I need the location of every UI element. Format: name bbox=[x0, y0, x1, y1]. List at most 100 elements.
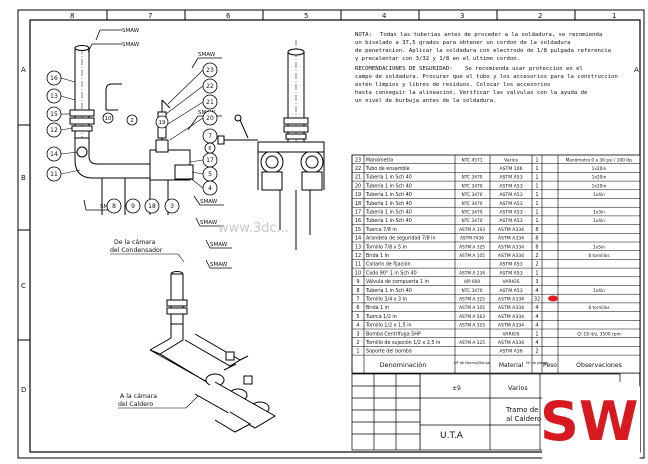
note2-line: Se recomienda usar proteccion en el bbox=[465, 66, 583, 72]
callout-condensador: De la cámara del Condensador bbox=[110, 238, 185, 263]
bom-cell-observations: 1x3in bbox=[593, 209, 605, 215]
zone-col-label: 3 bbox=[460, 12, 464, 20]
bom-cell-number: 9 bbox=[356, 279, 359, 285]
bom-cell-observations: Manómetro 0 a 30 psi / 100 lbs bbox=[566, 156, 634, 163]
bom-cell-material: VARIOS bbox=[502, 279, 519, 285]
bom-cell-number: 18 bbox=[355, 201, 361, 207]
bom-cell-material: ASTM A53 bbox=[499, 183, 522, 189]
bom-cell-material: ASTM A53 bbox=[499, 209, 522, 215]
balloon-number: 22 bbox=[206, 83, 214, 90]
bom-cell-qty: 3 bbox=[535, 279, 538, 285]
bom-cell-description: Manómetro bbox=[366, 156, 393, 163]
weld-label: SMAW bbox=[122, 42, 140, 48]
bom-cell-norm: NTC 3470 bbox=[462, 201, 483, 207]
bom-cell-norm: ASTM A 325 bbox=[459, 244, 485, 250]
bom-cell-norm: ASTM A 325 bbox=[459, 296, 485, 302]
bom-cell-qty: 4 bbox=[535, 314, 538, 320]
zone-row-label: C bbox=[21, 282, 26, 290]
bom-cell-description: Tubería 1 in Sch 40 bbox=[365, 191, 412, 198]
bom-cell-number: 22 bbox=[355, 166, 361, 172]
balloon-number: 4 bbox=[208, 185, 212, 192]
bom-cell-description: Tornillo de sujeción 1/2 x 2,5 in bbox=[365, 339, 440, 346]
bom-cell-qty: 2 bbox=[535, 349, 538, 355]
title-line: Tramo de bbox=[505, 406, 539, 414]
bom-cell-norm: NTC 3470 bbox=[462, 218, 483, 224]
balloon-number: 19 bbox=[159, 120, 166, 126]
side-view bbox=[217, 40, 325, 250]
bom-header-observations: Observaciones bbox=[576, 362, 622, 369]
bom-cell-norm: ASTM A 325 bbox=[459, 323, 485, 329]
balloon-number: 11 bbox=[50, 171, 58, 178]
bom-cell-qty: 2 bbox=[535, 262, 538, 268]
bom-cell-observations: 1x20in bbox=[592, 183, 607, 189]
bom-cell-norm: API 600 bbox=[464, 279, 481, 285]
bom-cell-description: Arandela de seguridad 7/8 in bbox=[366, 236, 436, 242]
note1-title: NOTA: bbox=[355, 32, 372, 38]
bom-cell-number: 1 bbox=[356, 349, 359, 355]
callout-caldero: A la cámara del Caldero bbox=[118, 392, 199, 409]
bom-cell-number: 15 bbox=[355, 227, 361, 233]
bom-cell-description: Tubería 1 in Sch 40 bbox=[365, 174, 412, 181]
bom-cell-description: Brida 1 in bbox=[366, 253, 389, 259]
balloon-number: 17 bbox=[206, 157, 214, 164]
isometric-view bbox=[149, 271, 276, 433]
zone-col-label: 5 bbox=[304, 12, 308, 20]
title-material: Varios bbox=[508, 384, 528, 392]
bom-cell-norm: ASTM A 105 bbox=[459, 305, 485, 311]
weld-label: SMAW bbox=[210, 262, 228, 268]
bom-cell-qty: 8 bbox=[535, 227, 538, 233]
bom-cell-norm: NTC 3470 bbox=[462, 192, 483, 198]
bom-cell-material: ASTM A334 bbox=[498, 244, 524, 250]
bom-cell-description: Tubería 1 in Sch 40 bbox=[365, 287, 412, 294]
bom-cell-norm: ASTM A 234 bbox=[459, 270, 485, 276]
zone-row-label: D bbox=[21, 386, 26, 394]
balloon-number: 13 bbox=[50, 93, 58, 100]
bom-cell-qty: 1 bbox=[535, 201, 538, 207]
bom-cell-norm: NTC 3470 bbox=[462, 183, 483, 189]
bom-cell-norm: NTC 3470 bbox=[462, 288, 483, 294]
bom-cell-observations: 8 tornillos bbox=[588, 305, 610, 311]
bom-cell-number: 7 bbox=[356, 296, 359, 302]
bom-cell-description: Tornillo 7/8 x 5 in bbox=[365, 244, 407, 250]
bom-cell-description: Collarín de fijación bbox=[366, 261, 411, 268]
bom-cell-observations: 1x4in bbox=[593, 192, 605, 198]
bom-header-material: Material bbox=[499, 362, 524, 369]
bom-cell-number: 5 bbox=[356, 314, 359, 320]
bom-cell-qty: 8 bbox=[535, 236, 538, 242]
bom-cell-description: Codo 90° 1 in Sch 40 bbox=[366, 270, 417, 276]
bom-cell-number: 4 bbox=[356, 323, 359, 329]
title-org: U.T.A bbox=[440, 431, 464, 441]
bom-cell-qty: 1 bbox=[535, 166, 538, 172]
notes-block: NOTA: Todas las tuberias antes de proced… bbox=[355, 32, 618, 104]
balloon-number: 16 bbox=[50, 75, 58, 82]
bom-cell-qty: 1 bbox=[535, 331, 538, 337]
bom-header-qty: Nº de piezas bbox=[526, 361, 548, 365]
bom-cell-qty: 1 bbox=[535, 218, 538, 224]
bom-cell-norm: ASTM A 325 bbox=[459, 340, 485, 346]
bom-cell-qty: 4 bbox=[535, 340, 538, 346]
title-line: al Caldero bbox=[506, 415, 541, 423]
zone-col-label: 2 bbox=[538, 12, 542, 20]
balloon-number: 6 bbox=[208, 146, 211, 152]
balloon-number: 15 bbox=[50, 111, 58, 118]
title-num: ±9 bbox=[452, 385, 461, 392]
callout-line: A la cámara bbox=[120, 392, 157, 400]
bom-cell-description: Soporte del bomba bbox=[366, 349, 412, 355]
bom-cell-observations: 1x5in bbox=[593, 244, 605, 250]
bom-cell-material: ASTM A334 bbox=[498, 340, 524, 346]
bom-cell-number: 17 bbox=[355, 209, 361, 215]
bom-cell-material: ASTM A334 bbox=[498, 253, 524, 259]
balloon-number: 12 bbox=[50, 127, 58, 134]
zone-col-label: 1 bbox=[612, 12, 616, 20]
balloon-number: 8 bbox=[112, 203, 116, 210]
bom-cell-number: 6 bbox=[356, 305, 359, 311]
bom-cell-description: Tuerca 7/8 in bbox=[365, 227, 397, 233]
bom-cell-description: Válvula de compuerta 1 in bbox=[366, 278, 429, 285]
note2-title: RECOMENDACIONES DE SEGURIDAD: bbox=[355, 66, 453, 72]
balloon-leaders bbox=[60, 69, 204, 189]
bom-cell-norm: NTC 4571 bbox=[462, 157, 483, 163]
bom-cell-material: ASTM A53 bbox=[499, 262, 522, 268]
weld-label: SMAW bbox=[200, 199, 218, 205]
bom-cell-material: ASTM A334 bbox=[498, 227, 524, 233]
